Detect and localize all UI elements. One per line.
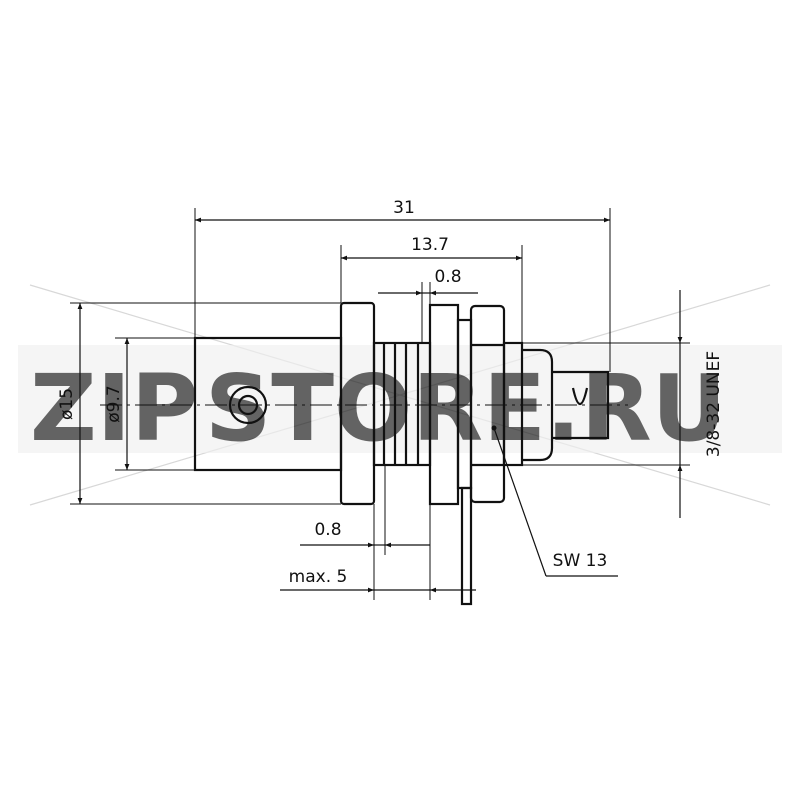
dim-thread-step-label: 0.8	[434, 267, 461, 287]
dim-thread-step: 0.8	[378, 267, 478, 296]
dim-panel-gap: 0.8	[300, 520, 430, 548]
connector-outline	[193, 301, 610, 606]
dim-outer-diameter-label: ø15	[57, 388, 77, 420]
dim-panel-thickness: max. 5	[280, 567, 476, 593]
extension-lines	[70, 208, 690, 600]
dim-body-length: 13.7	[341, 235, 522, 261]
wrench-size-label: SW 13	[553, 551, 608, 571]
dim-panel-thickness-label: max. 5	[289, 567, 348, 587]
dim-overall-length-label: 31	[393, 198, 415, 218]
dim-overall-length: 31	[195, 198, 610, 223]
leader-wrench-size: SW 13	[491, 425, 618, 577]
watermark: ZIP STORE.RU	[18, 345, 782, 462]
dim-inner-diameter: ø9.7	[104, 338, 130, 470]
dim-thread-spec: 3/8-32 UNEF	[677, 290, 724, 518]
dim-thread-spec-label: 3/8-32 UNEF	[704, 351, 724, 457]
watermark-store: STORE.RU	[205, 355, 726, 462]
dim-panel-gap-label: 0.8	[314, 520, 341, 540]
dim-body-length-label: 13.7	[411, 235, 449, 255]
watermark-zip: ZIP	[30, 355, 198, 462]
dim-inner-diameter-label: ø9.7	[104, 385, 124, 422]
dim-outer-diameter: ø15	[57, 303, 83, 504]
